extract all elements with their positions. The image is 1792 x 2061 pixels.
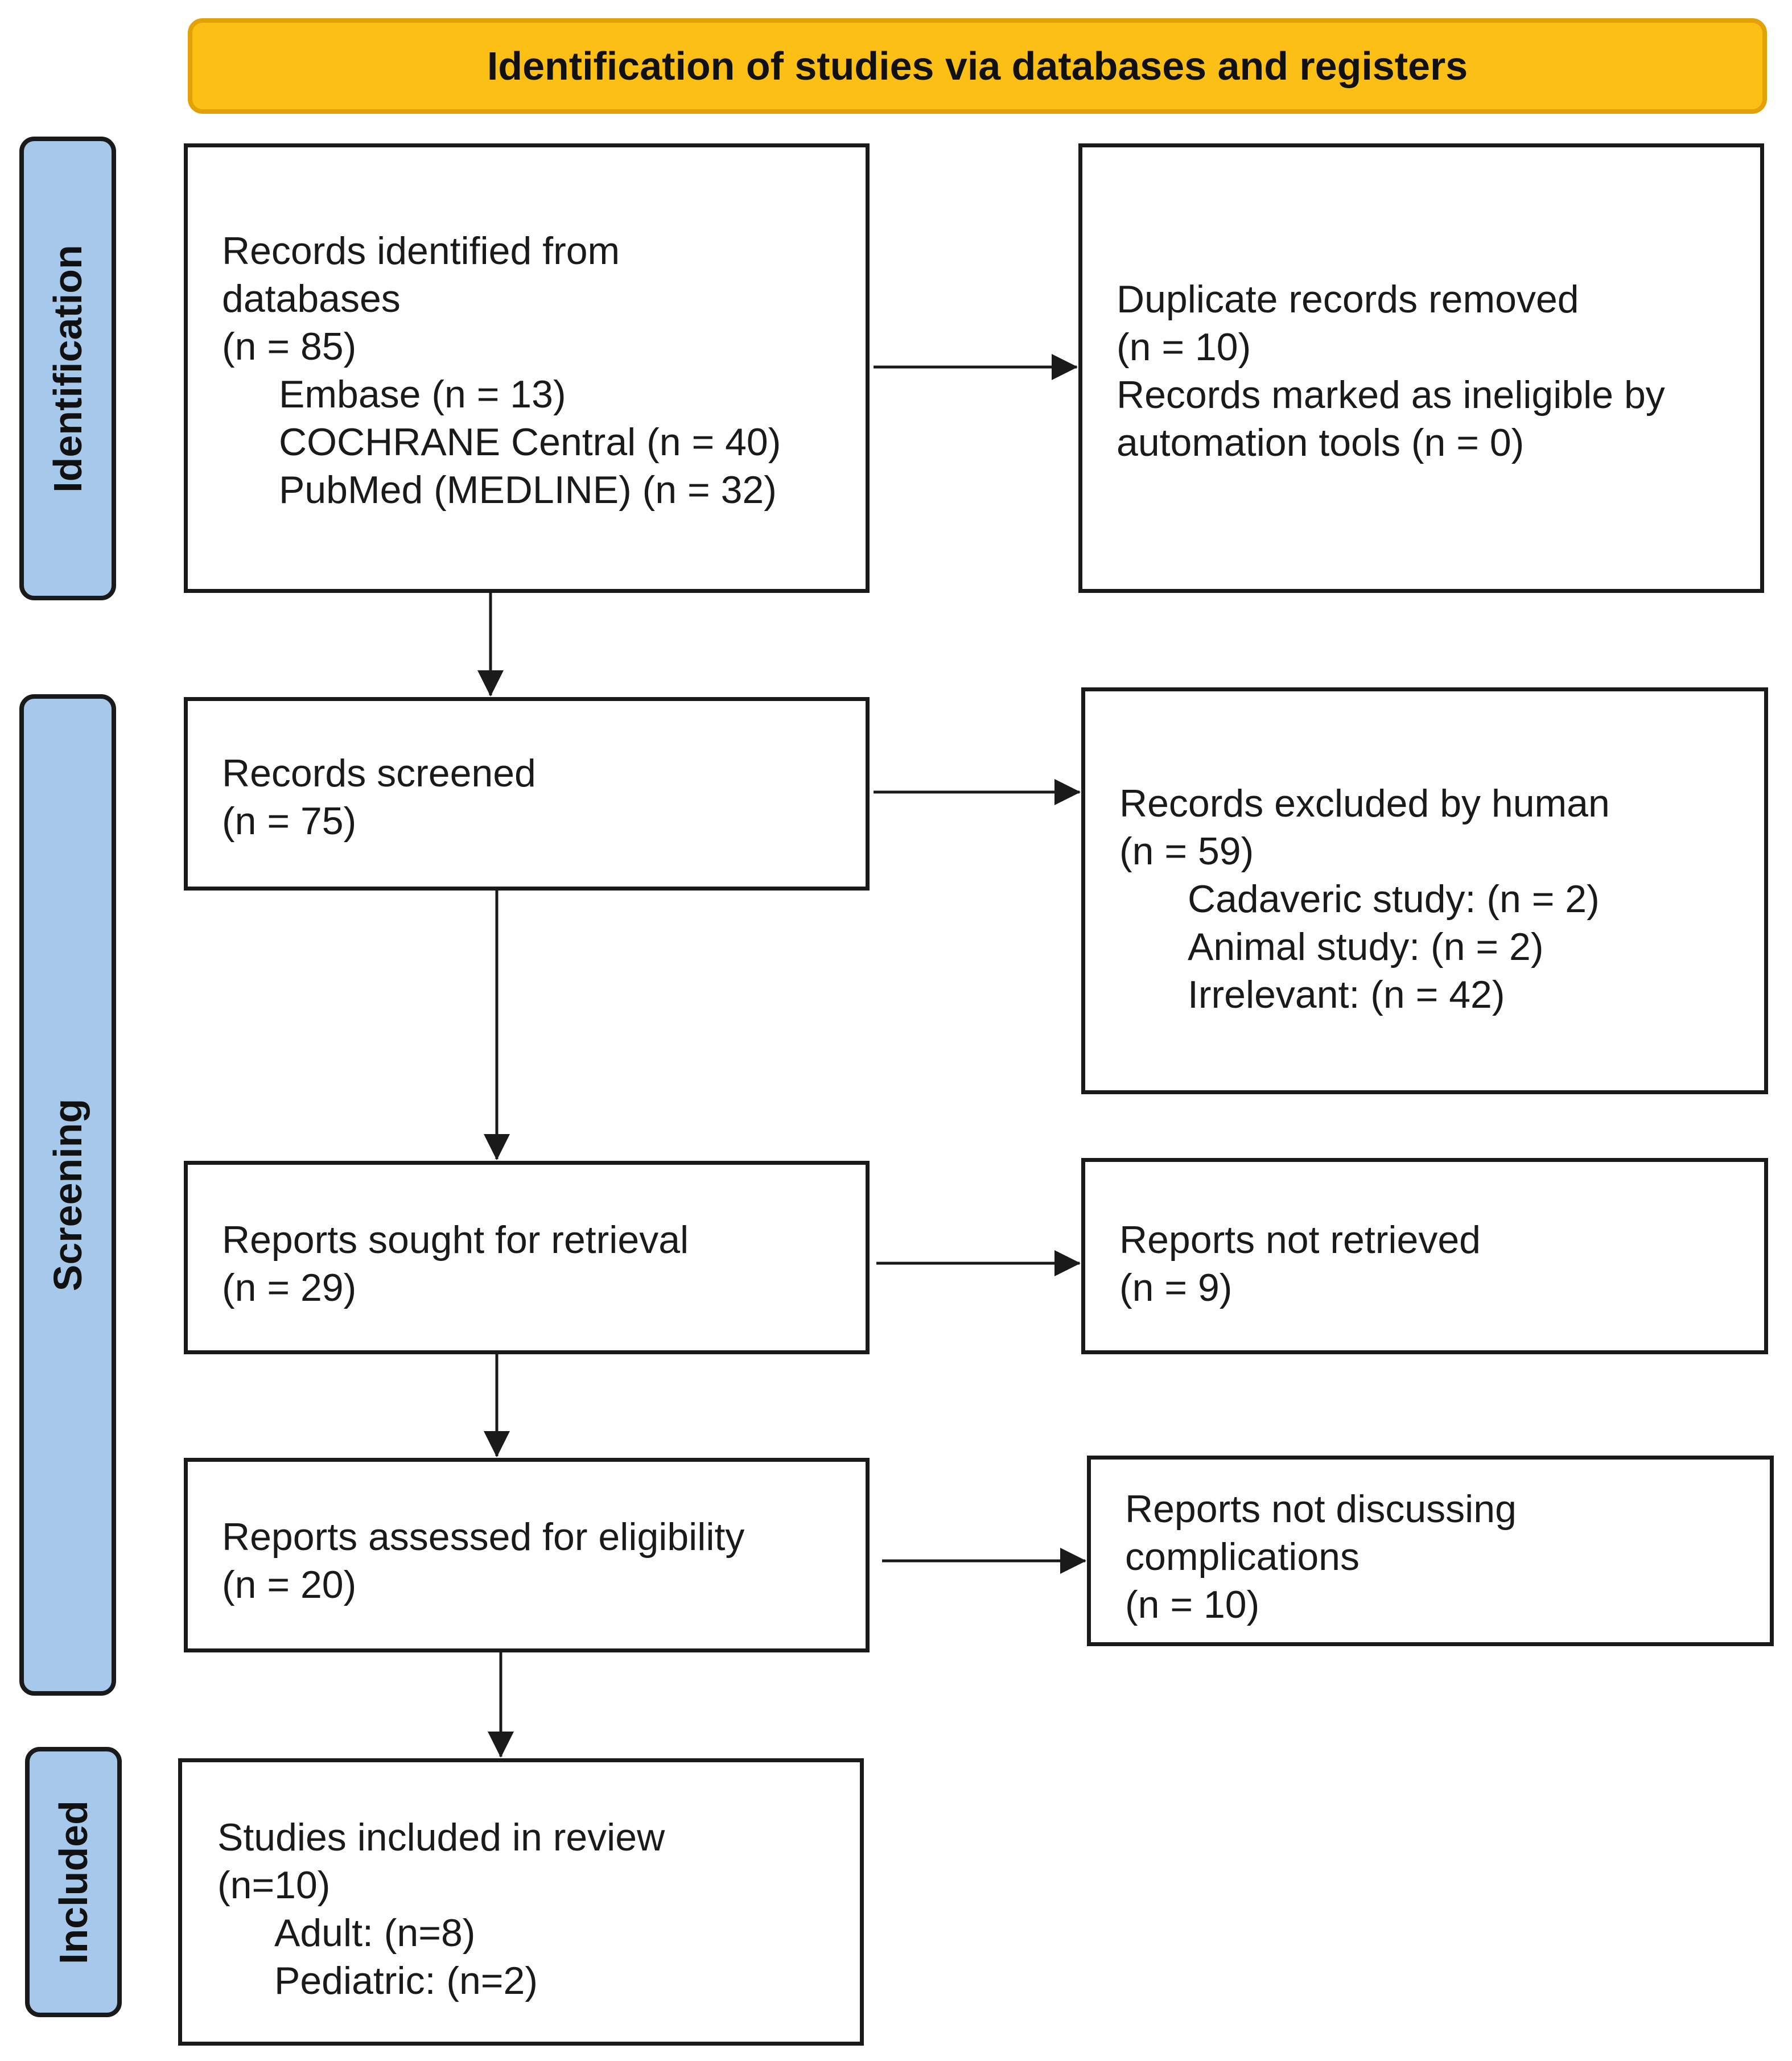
box-text: (n = 59): [1119, 830, 1254, 873]
box-text: automation tools (n = 0): [1117, 421, 1525, 464]
box-text: Reports assessed for eligibility: [222, 1515, 745, 1559]
box-subitem: Cadaveric study: (n = 2): [1188, 877, 1600, 921]
box-text: Records screened: [222, 752, 536, 795]
box-text: Records identified from: [222, 229, 620, 273]
box-text: (n = 10): [1125, 1583, 1260, 1626]
box-text: (n=10): [217, 1864, 331, 1907]
phase-screening: Screening: [19, 694, 116, 1696]
box-text: (n = 20): [222, 1563, 357, 1606]
box-text: (n = 29): [222, 1266, 357, 1309]
box-text: databases: [222, 277, 401, 320]
box-text: Duplicate records removed: [1117, 278, 1579, 321]
box-text: (n = 75): [222, 799, 357, 843]
identification-banner: Identification of studies via databases …: [188, 18, 1767, 114]
box-text: Reports not retrieved: [1119, 1218, 1481, 1262]
studies-included-box: Studies included in review (n=10) Adult:…: [178, 1758, 864, 2046]
box-subitem: Embase (n = 13): [279, 373, 566, 416]
box-subitem: Irrelevant: (n = 42): [1188, 973, 1505, 1016]
phase-identification: Identification: [19, 137, 116, 600]
box-text: (n = 10): [1117, 325, 1251, 369]
banner-title: Identification of studies via databases …: [487, 44, 1468, 88]
reports-assessed-box: Reports assessed for eligibility (n = 20…: [184, 1458, 870, 1652]
records-excluded-box: Records excluded by human (n = 59) Cadav…: [1081, 687, 1768, 1094]
box-text: (n = 9): [1119, 1266, 1233, 1309]
box-text: Records marked as ineligible by: [1117, 373, 1665, 417]
duplicates-removed-box: Duplicate records removed (n = 10) Recor…: [1078, 143, 1764, 593]
records-identified-box: Records identified from databases (n = 8…: [184, 143, 870, 593]
box-subitem: COCHRANE Central (n = 40): [279, 421, 781, 464]
box-subitem: PubMed (MEDLINE) (n = 32): [279, 468, 777, 512]
box-text: Records excluded by human: [1119, 782, 1610, 825]
box-subitem: Pediatric: (n=2): [274, 1959, 538, 2002]
box-subitem: Animal study: (n = 2): [1188, 925, 1544, 968]
reports-sought-box: Reports sought for retrieval (n = 29): [184, 1161, 870, 1354]
phase-included: Included: [25, 1747, 122, 2017]
reports-not-retrieved-box: Reports not retrieved (n = 9): [1081, 1158, 1768, 1354]
box-text: Reports not discussing: [1125, 1487, 1517, 1531]
box-text: (n = 85): [222, 325, 357, 368]
box-subitem: Adult: (n=8): [274, 1911, 476, 1955]
records-screened-box: Records screened (n = 75): [184, 697, 870, 891]
box-text: Reports sought for retrieval: [222, 1218, 689, 1262]
box-text: Studies included in review: [217, 1816, 665, 1859]
reports-not-discussing-box: Reports not discussing complications (n …: [1087, 1456, 1774, 1646]
box-text: complications: [1125, 1535, 1360, 1578]
